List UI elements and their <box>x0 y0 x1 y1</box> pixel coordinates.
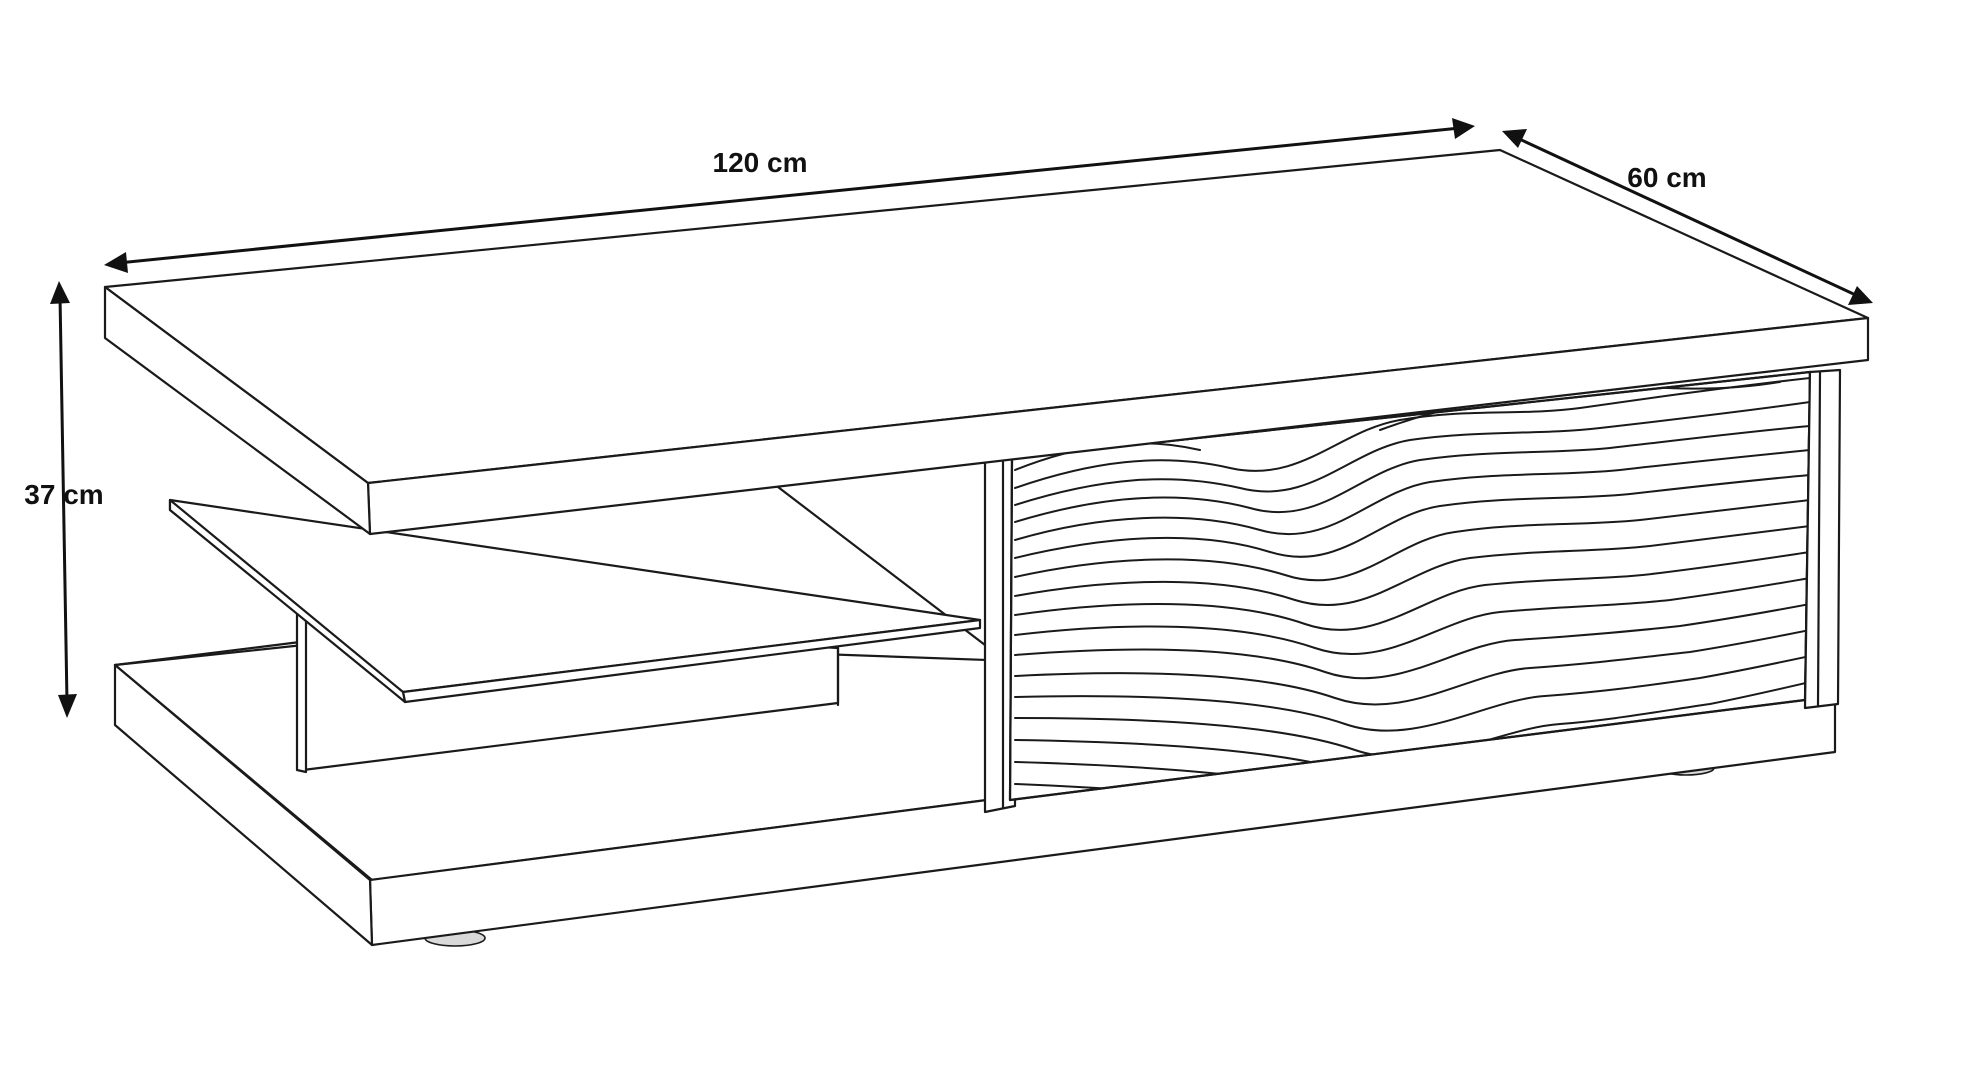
height-label: 37 cm <box>24 479 103 510</box>
arrowhead-right <box>1452 118 1475 139</box>
arrowhead-top <box>1502 129 1527 148</box>
depth-dimension: 60 cm <box>1502 129 1873 305</box>
coffee-table <box>103 148 1870 947</box>
arrowhead-left <box>104 252 128 273</box>
arrowhead-down <box>58 694 77 718</box>
height-dimension: 37 cm <box>24 281 104 718</box>
arrowhead-bottom <box>1848 286 1873 305</box>
depth-label: 60 cm <box>1627 162 1706 193</box>
wood-grain-pattern <box>1014 377 1810 800</box>
middle-shelf <box>168 498 982 704</box>
width-dimension: 120 cm <box>104 118 1475 273</box>
width-label: 120 cm <box>713 147 808 178</box>
wavy-door-panel <box>1008 370 1812 802</box>
arrowhead-up <box>50 281 70 304</box>
table-top <box>103 148 1870 536</box>
right-side-post <box>1803 368 1842 710</box>
